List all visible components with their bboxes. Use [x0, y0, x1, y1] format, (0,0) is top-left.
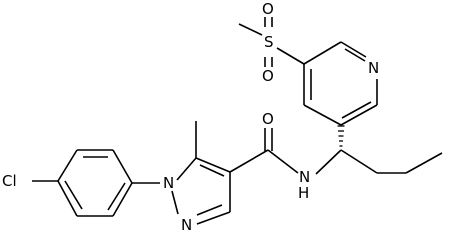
pyrazole-n2-label: N	[181, 216, 192, 234]
amide-hydrogen-label: H	[298, 184, 309, 202]
bond	[112, 182, 133, 217]
bond	[229, 149, 269, 173]
bond	[196, 204, 223, 216]
bond	[199, 164, 225, 177]
pyridine-nitrogen-label: N	[368, 59, 379, 77]
bond	[57, 149, 78, 182]
sulfonyl-oxygen-bottom-label: O	[262, 67, 274, 85]
bond	[315, 149, 342, 175]
bond	[171, 190, 179, 215]
pyrazole-n1-label: N	[163, 174, 174, 192]
bond	[57, 180, 78, 217]
bond	[405, 152, 443, 174]
bond	[196, 211, 231, 225]
bond	[344, 48, 366, 62]
bond	[276, 47, 305, 65]
bond	[238, 23, 263, 36]
chlorine-label: Cl	[2, 172, 17, 190]
bond	[340, 41, 367, 58]
bond	[303, 104, 342, 126]
bond	[340, 104, 378, 126]
bond	[340, 149, 378, 174]
bond	[341, 101, 372, 119]
bond	[303, 41, 342, 65]
sulfur-label: S	[264, 33, 274, 51]
atom-labels: Cl N N O N H S O O N	[2, 0, 379, 234]
bond	[176, 157, 197, 181]
amide-nitrogen-label: N	[299, 168, 310, 186]
bond	[195, 157, 231, 173]
amide-oxygen-label: O	[262, 110, 274, 128]
sulfonyl-oxygen-top-label: O	[262, 0, 274, 18]
bonds	[32, 17, 443, 225]
bond	[112, 149, 133, 184]
bond	[267, 149, 299, 174]
bond	[107, 182, 126, 211]
bond	[64, 180, 83, 210]
hashed-wedge-bond	[337, 125, 345, 147]
